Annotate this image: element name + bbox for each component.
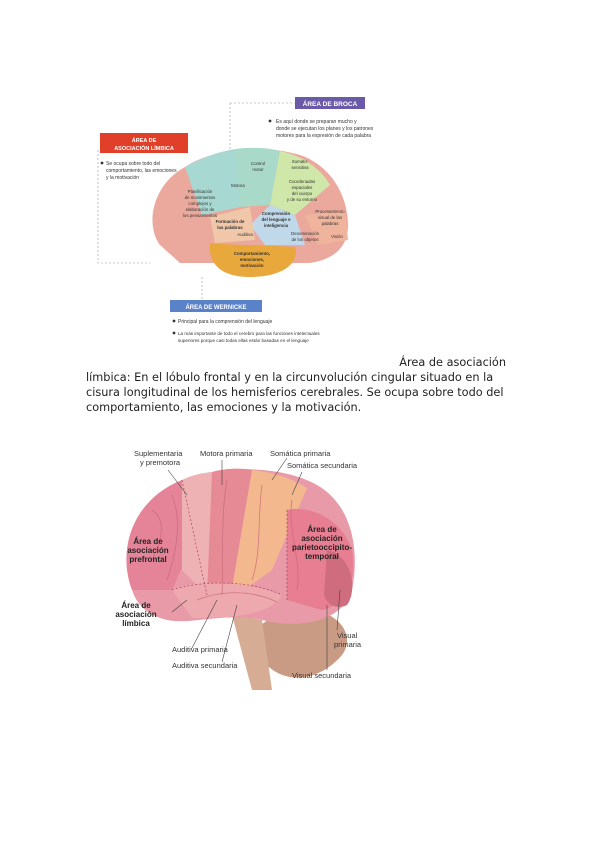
region-label: Coordenadas xyxy=(289,179,316,184)
label-limbica-2: asociación xyxy=(115,610,156,619)
region-label: Procesamiento xyxy=(315,209,345,214)
region-label: Comprensión xyxy=(262,211,291,216)
region-label: Formación de xyxy=(216,219,245,224)
wernicke-title: ÁREA DE WERNICKE xyxy=(185,304,246,311)
region-label: inteligencia xyxy=(264,223,289,228)
region-label: motor xyxy=(252,167,264,172)
label-visual-secundaria: Visual secundaria xyxy=(292,671,352,680)
limbic-text-1: Se ocupa sobre todo del xyxy=(106,161,160,167)
wernicke-title-box xyxy=(170,300,262,312)
broca-text-3: motores para la expresión de cada palabr… xyxy=(276,133,371,139)
limbic-text-3: y la motivación xyxy=(106,175,139,181)
brainstem xyxy=(232,615,272,690)
region-label: y de su entorno xyxy=(287,197,318,202)
region-comportamiento xyxy=(209,243,296,277)
region-motora xyxy=(235,147,280,207)
region-label: motivación xyxy=(240,263,263,268)
region-label: los pensamientos xyxy=(183,213,218,218)
broca-text-2: donde se ejecutan los planes y los patro… xyxy=(276,126,374,132)
limbic-title-1: ÁREA DE xyxy=(132,137,157,144)
label-primaria: primaria xyxy=(334,640,362,649)
bullet xyxy=(172,331,176,335)
label-somatica-secundaria: Somática secundaria xyxy=(287,461,358,470)
limbic-connector xyxy=(97,150,150,264)
region-label: emociones, xyxy=(240,257,264,262)
region-label: Motora xyxy=(231,183,245,188)
region-label: Comportamiento, xyxy=(234,251,270,256)
broca-title: ÁREA DE BROCA xyxy=(303,99,358,108)
region-label: elaboración de xyxy=(186,207,215,212)
region-label: Planificación xyxy=(188,189,213,194)
temporal-area xyxy=(172,583,282,618)
label-suplementaria: Suplementaria xyxy=(134,449,183,458)
label-parieto-2: asociación xyxy=(301,534,342,543)
label-premotora: y premotora xyxy=(140,458,181,467)
region-label: de los objetos xyxy=(291,237,319,242)
description-paragraph: Área de asociación límbica: En el lóbulo… xyxy=(86,355,506,415)
label-limbica-3: límbica xyxy=(122,619,150,628)
wernicke-text-2a: La más importante de todo el cerebro par… xyxy=(178,331,320,336)
broca-title-box xyxy=(295,97,365,109)
association-areas-svg: Suplementaria y premotora Motora primari… xyxy=(115,449,362,690)
region-label: de movimientos xyxy=(185,195,217,200)
label-prefrontal-1: Área de xyxy=(133,537,163,546)
region-label: Visión xyxy=(331,234,343,239)
prefrontal-area xyxy=(126,480,197,590)
brain-functional-diagram: ÁREA DE BROCA Es aquí donde se preparan … xyxy=(90,95,410,350)
region-formacion xyxy=(210,207,255,243)
region-label: del lenguaje e xyxy=(261,217,291,222)
region-label: Control xyxy=(251,161,265,166)
label-auditiva-primaria: Auditiva primaria xyxy=(172,645,229,654)
region-label: visual de las xyxy=(318,215,343,220)
label-somatica-primaria: Somática primaria xyxy=(270,449,331,458)
paragraph-body: límbica: En el lóbulo frontal y en la ci… xyxy=(86,371,504,414)
limbic-title-2: ASOCIACIÓN LÍMBICA xyxy=(114,144,174,152)
label-parieto-3: parietooccipito- xyxy=(292,543,352,552)
label-visual: Visual xyxy=(337,631,358,640)
somatic-area xyxy=(230,470,307,600)
label-limbica-1: Área de xyxy=(121,601,151,610)
wernicke-text-1: Principal para la comprensión del lengua… xyxy=(178,319,272,325)
label-parieto-4: temporal xyxy=(305,552,339,561)
bullet xyxy=(268,119,272,123)
region-label: Somato- xyxy=(292,159,309,164)
association-areas-diagram: Suplementaria y premotora Motora primari… xyxy=(112,440,362,690)
limbic-text-2: comportamiento, las emociones xyxy=(106,168,177,174)
label-motora-primaria: Motora primaria xyxy=(200,449,253,458)
paragraph-first-line: Área de asociación xyxy=(399,356,506,369)
cerebellum xyxy=(252,610,348,678)
region-label: Denominación xyxy=(291,231,320,236)
region-visual-palabras xyxy=(305,210,348,245)
region-label: del cuerpo xyxy=(292,191,313,196)
region-label: las palabras xyxy=(217,225,243,230)
label-parieto-1: Área de xyxy=(307,525,337,534)
label-prefrontal-3: prefrontal xyxy=(129,555,166,564)
region-somatosensitiva xyxy=(270,151,330,215)
premotor-area xyxy=(182,472,212,595)
region-label: sensitiva xyxy=(291,165,309,170)
bullet xyxy=(100,161,104,165)
motor-area xyxy=(207,468,252,600)
visual-area xyxy=(324,550,353,607)
region-label: complejos y xyxy=(188,201,212,206)
wernicke-text-2b: superiores porque casi todas ellas están… xyxy=(178,338,309,343)
label-prefrontal-2: asociación xyxy=(127,546,168,555)
limbic-title-box xyxy=(100,133,188,153)
label-auditiva-secundaria: Auditiva secundaria xyxy=(172,661,238,670)
brain-diagram-svg: ÁREA DE BROCA Es aquí donde se preparan … xyxy=(97,97,374,343)
region-label: palabras xyxy=(322,221,340,226)
bullet xyxy=(172,319,176,323)
region-comprension xyxy=(250,205,305,245)
broca-text-1: Es aquí donde se preparan mucho y xyxy=(276,119,357,125)
region-label: Auditiva xyxy=(237,232,253,237)
region-label: espaciales xyxy=(292,185,314,190)
